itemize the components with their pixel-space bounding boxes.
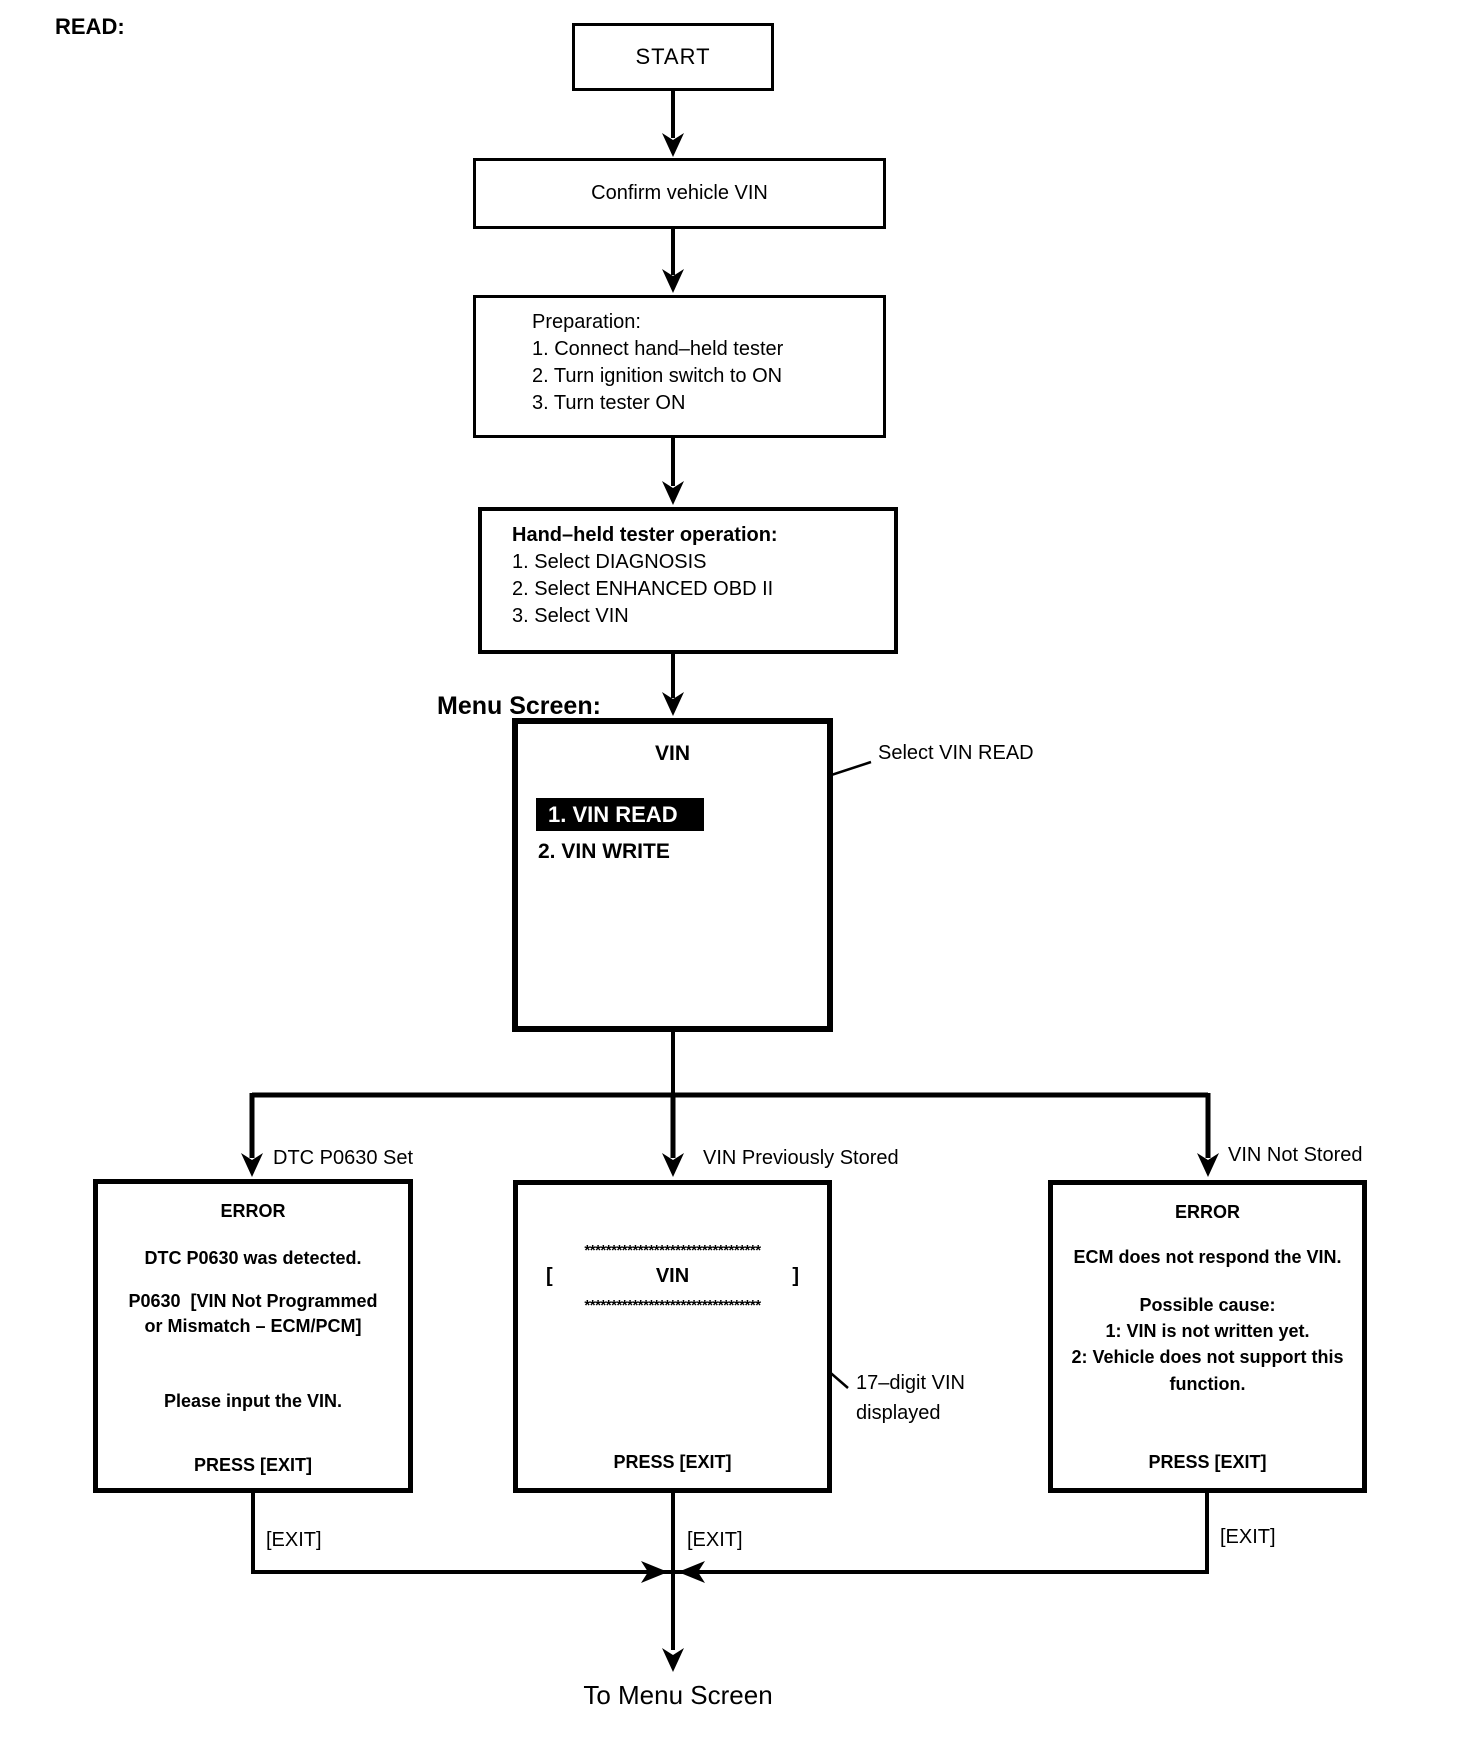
- preparation-title: Preparation:: [532, 311, 641, 333]
- tester-operation-step: 1. Select DIAGNOSIS: [512, 551, 707, 573]
- start-node: START: [572, 23, 774, 91]
- bracket-close: ]: [792, 1265, 799, 1287]
- bracket-open: [: [546, 1265, 553, 1287]
- preparation-step: 1. Connect hand–held tester: [532, 338, 784, 360]
- arrowheads: [241, 133, 1219, 1672]
- tester-operation-step: 2. Select ENHANCED OBD II: [512, 578, 774, 600]
- confirm-vin-node: Confirm vehicle VIN: [473, 158, 886, 229]
- error-message: function.: [1169, 1374, 1246, 1394]
- error-message: 1: VIN is not written yet.: [1105, 1321, 1310, 1341]
- vin-value: VIN: [655, 1265, 690, 1287]
- error-dtc-node: ERROR DTC P0630 was detected. P0630 [VIN…: [93, 1179, 413, 1493]
- error-message: 2: Vehicle does not support this: [1071, 1347, 1344, 1367]
- press-exit-label: PRESS [EXIT]: [1148, 1452, 1267, 1472]
- error-title: ERROR: [1174, 1202, 1240, 1222]
- vin-digits-annotation: 17–digit VIN displayed: [856, 1368, 965, 1428]
- arrow-down-icon: [662, 481, 684, 505]
- menu-item-vin-write: 2. VIN WRITE: [538, 840, 670, 863]
- select-vin-read-annotation: Select VIN READ: [878, 742, 1034, 764]
- error-message: P0630 [VIN Not Programmed: [128, 1291, 378, 1311]
- error-title: ERROR: [220, 1201, 286, 1221]
- exit-merge-lines: [251, 1491, 1209, 1650]
- menu-screen-caption: Menu Screen:: [437, 692, 601, 720]
- confirm-vin-label: Confirm vehicle VIN: [591, 182, 768, 204]
- arrow-down-icon: [662, 133, 684, 157]
- menu-title: VIN: [654, 742, 690, 765]
- preparation-step: 2. Turn ignition switch to ON: [532, 365, 783, 387]
- arrow-down-icon: [241, 1153, 263, 1177]
- vin-display-row: [ VIN ]: [546, 1265, 799, 1288]
- branch-split-lines: [249, 1092, 1211, 1158]
- press-exit-label: PRESS [EXIT]: [613, 1452, 732, 1472]
- tester-operation-title: Hand–held tester operation:: [512, 524, 778, 546]
- arrow-down-icon: [1197, 1153, 1219, 1177]
- error-message: ECM does not respond the VIN.: [1073, 1247, 1342, 1267]
- tester-operation-step: 3. Select VIN: [512, 605, 629, 627]
- asterisk-row: *********************************: [584, 1297, 761, 1314]
- arrow-right-icon: [641, 1561, 668, 1583]
- tester-operation-node: Hand–held tester operation: 1. Select DI…: [478, 507, 898, 654]
- arrow-left-icon: [678, 1561, 705, 1583]
- error-message: or Mismatch – ECM/PCM]: [144, 1316, 362, 1336]
- preparation-step: 3. Turn tester ON: [532, 392, 686, 414]
- branch-label-dtc-set: DTC P0630 Set: [273, 1147, 414, 1169]
- arrow-down-icon: [662, 1153, 684, 1177]
- vin-display-node: ********************************* [ VIN …: [513, 1180, 832, 1493]
- exit-edge-label: [EXIT]: [687, 1529, 743, 1551]
- error-message: Possible cause:: [1139, 1295, 1276, 1315]
- start-node-label: START: [635, 44, 711, 69]
- error-message: Please input the VIN.: [163, 1391, 343, 1411]
- arrow-down-icon: [662, 692, 684, 716]
- asterisk-row: *********************************: [584, 1242, 761, 1259]
- error-message: DTC P0630 was detected.: [144, 1248, 362, 1268]
- error-no-response-node: ERROR ECM does not respond the VIN. Poss…: [1048, 1180, 1367, 1493]
- vin-digits-annotation-line1: 17–digit VIN: [856, 1372, 965, 1394]
- branch-label-vin-stored: VIN Previously Stored: [703, 1147, 899, 1169]
- menu-item-vin-read-selected: 1. VIN READ: [536, 798, 704, 831]
- branch-label-vin-not-stored: VIN Not Stored: [1228, 1144, 1363, 1166]
- preparation-node: Preparation: 1. Connect hand–held tester…: [473, 295, 886, 438]
- exit-edge-label: [EXIT]: [1220, 1526, 1276, 1548]
- arrow-down-icon: [662, 269, 684, 293]
- menu-screen-node: VIN 1. VIN READ 2. VIN WRITE: [512, 718, 833, 1032]
- arrow-down-icon: [662, 1648, 684, 1672]
- vin-digits-annotation-line2: displayed: [856, 1402, 941, 1424]
- to-menu-screen-label: To Menu Screen: [583, 1680, 773, 1710]
- page-title: READ:: [55, 14, 125, 39]
- press-exit-label: PRESS [EXIT]: [193, 1455, 313, 1475]
- exit-edge-label: [EXIT]: [266, 1529, 322, 1551]
